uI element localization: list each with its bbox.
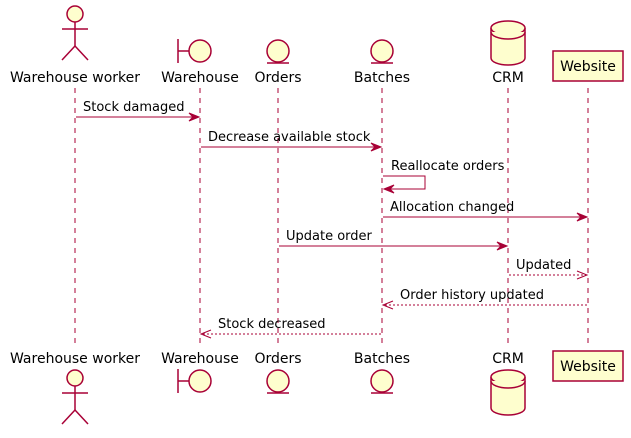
entity-icon	[266, 39, 290, 64]
message-7: Order history updated	[381, 288, 587, 310]
participant-label: Website	[560, 359, 616, 375]
participant-label: Warehouse	[161, 70, 239, 86]
participant-worker-top: Warehouse worker	[10, 5, 140, 86]
database-icon	[490, 369, 526, 416]
arrowhead	[188, 112, 201, 122]
participant-worker-bottom: Warehouse worker	[10, 351, 140, 425]
participant-label: Orders	[254, 351, 301, 367]
message-label: Update order	[286, 229, 373, 244]
participant-crm-bottom: CRM	[490, 351, 526, 416]
lifelines	[74, 88, 589, 345]
message-line	[383, 175, 426, 190]
database-icon	[490, 20, 526, 66]
message-6: Updated	[509, 258, 589, 280]
participants-bottom: Warehouse worker Warehouse Orders Batches CR…	[10, 350, 624, 425]
message-label: Updated	[516, 258, 571, 273]
message-label: Allocation changed	[390, 200, 514, 215]
participant-orders-bottom: Orders	[254, 351, 302, 394]
participant-label: Warehouse worker	[10, 351, 140, 367]
arrowhead	[496, 241, 509, 251]
actor-icon	[61, 5, 89, 61]
participant-website-top: Website	[552, 50, 624, 82]
participant-label: Batches	[354, 351, 410, 367]
message-4: Allocation changed	[383, 200, 589, 222]
participant-label: Warehouse	[161, 351, 239, 367]
participant-label: Batches	[354, 70, 410, 86]
arrowhead	[381, 300, 394, 310]
boundary-icon	[177, 369, 212, 393]
entity-icon	[370, 369, 394, 394]
arrowhead	[576, 212, 589, 222]
participant-label: Orders	[254, 70, 301, 86]
arrowhead	[382, 184, 395, 194]
message-label: Stock damaged	[83, 100, 184, 115]
participant-batches-bottom: Batches	[354, 351, 410, 394]
entity-icon	[370, 39, 394, 64]
entity-icon	[266, 369, 290, 394]
participant-crm-top: CRM	[490, 20, 526, 86]
message-label: Stock decreased	[218, 317, 326, 332]
participant-orders-top: Orders	[254, 39, 302, 86]
message-label: Order history updated	[400, 288, 544, 303]
participant-label: Website	[560, 59, 616, 75]
message-1: Stock damaged	[76, 100, 201, 122]
message-label: Decrease available stock	[208, 130, 371, 145]
participant-warehouse-bottom: Warehouse	[161, 351, 239, 393]
message-5: Update order	[279, 229, 509, 251]
participant-label: CRM	[492, 70, 524, 86]
arrowhead	[370, 142, 383, 152]
participants-top: Warehouse worker Warehouse Orders Batches CR…	[10, 5, 624, 86]
participant-label: CRM	[492, 351, 524, 367]
message-8: Stock decreased	[199, 317, 381, 339]
arrowhead	[199, 329, 212, 339]
participant-batches-top: Batches	[354, 39, 410, 86]
message-3: Reallocate orders	[382, 159, 505, 194]
participant-box	[552, 350, 624, 382]
message-2: Decrease available stock	[201, 130, 383, 152]
message-label: Reallocate orders	[391, 159, 505, 174]
arrowhead	[576, 270, 589, 280]
participant-website-bottom: Website	[552, 350, 624, 382]
participant-box	[552, 50, 624, 82]
participant-label: Warehouse worker	[10, 70, 140, 86]
boundary-icon	[177, 39, 212, 63]
actor-icon	[61, 369, 89, 425]
participant-warehouse-top: Warehouse	[161, 39, 239, 86]
